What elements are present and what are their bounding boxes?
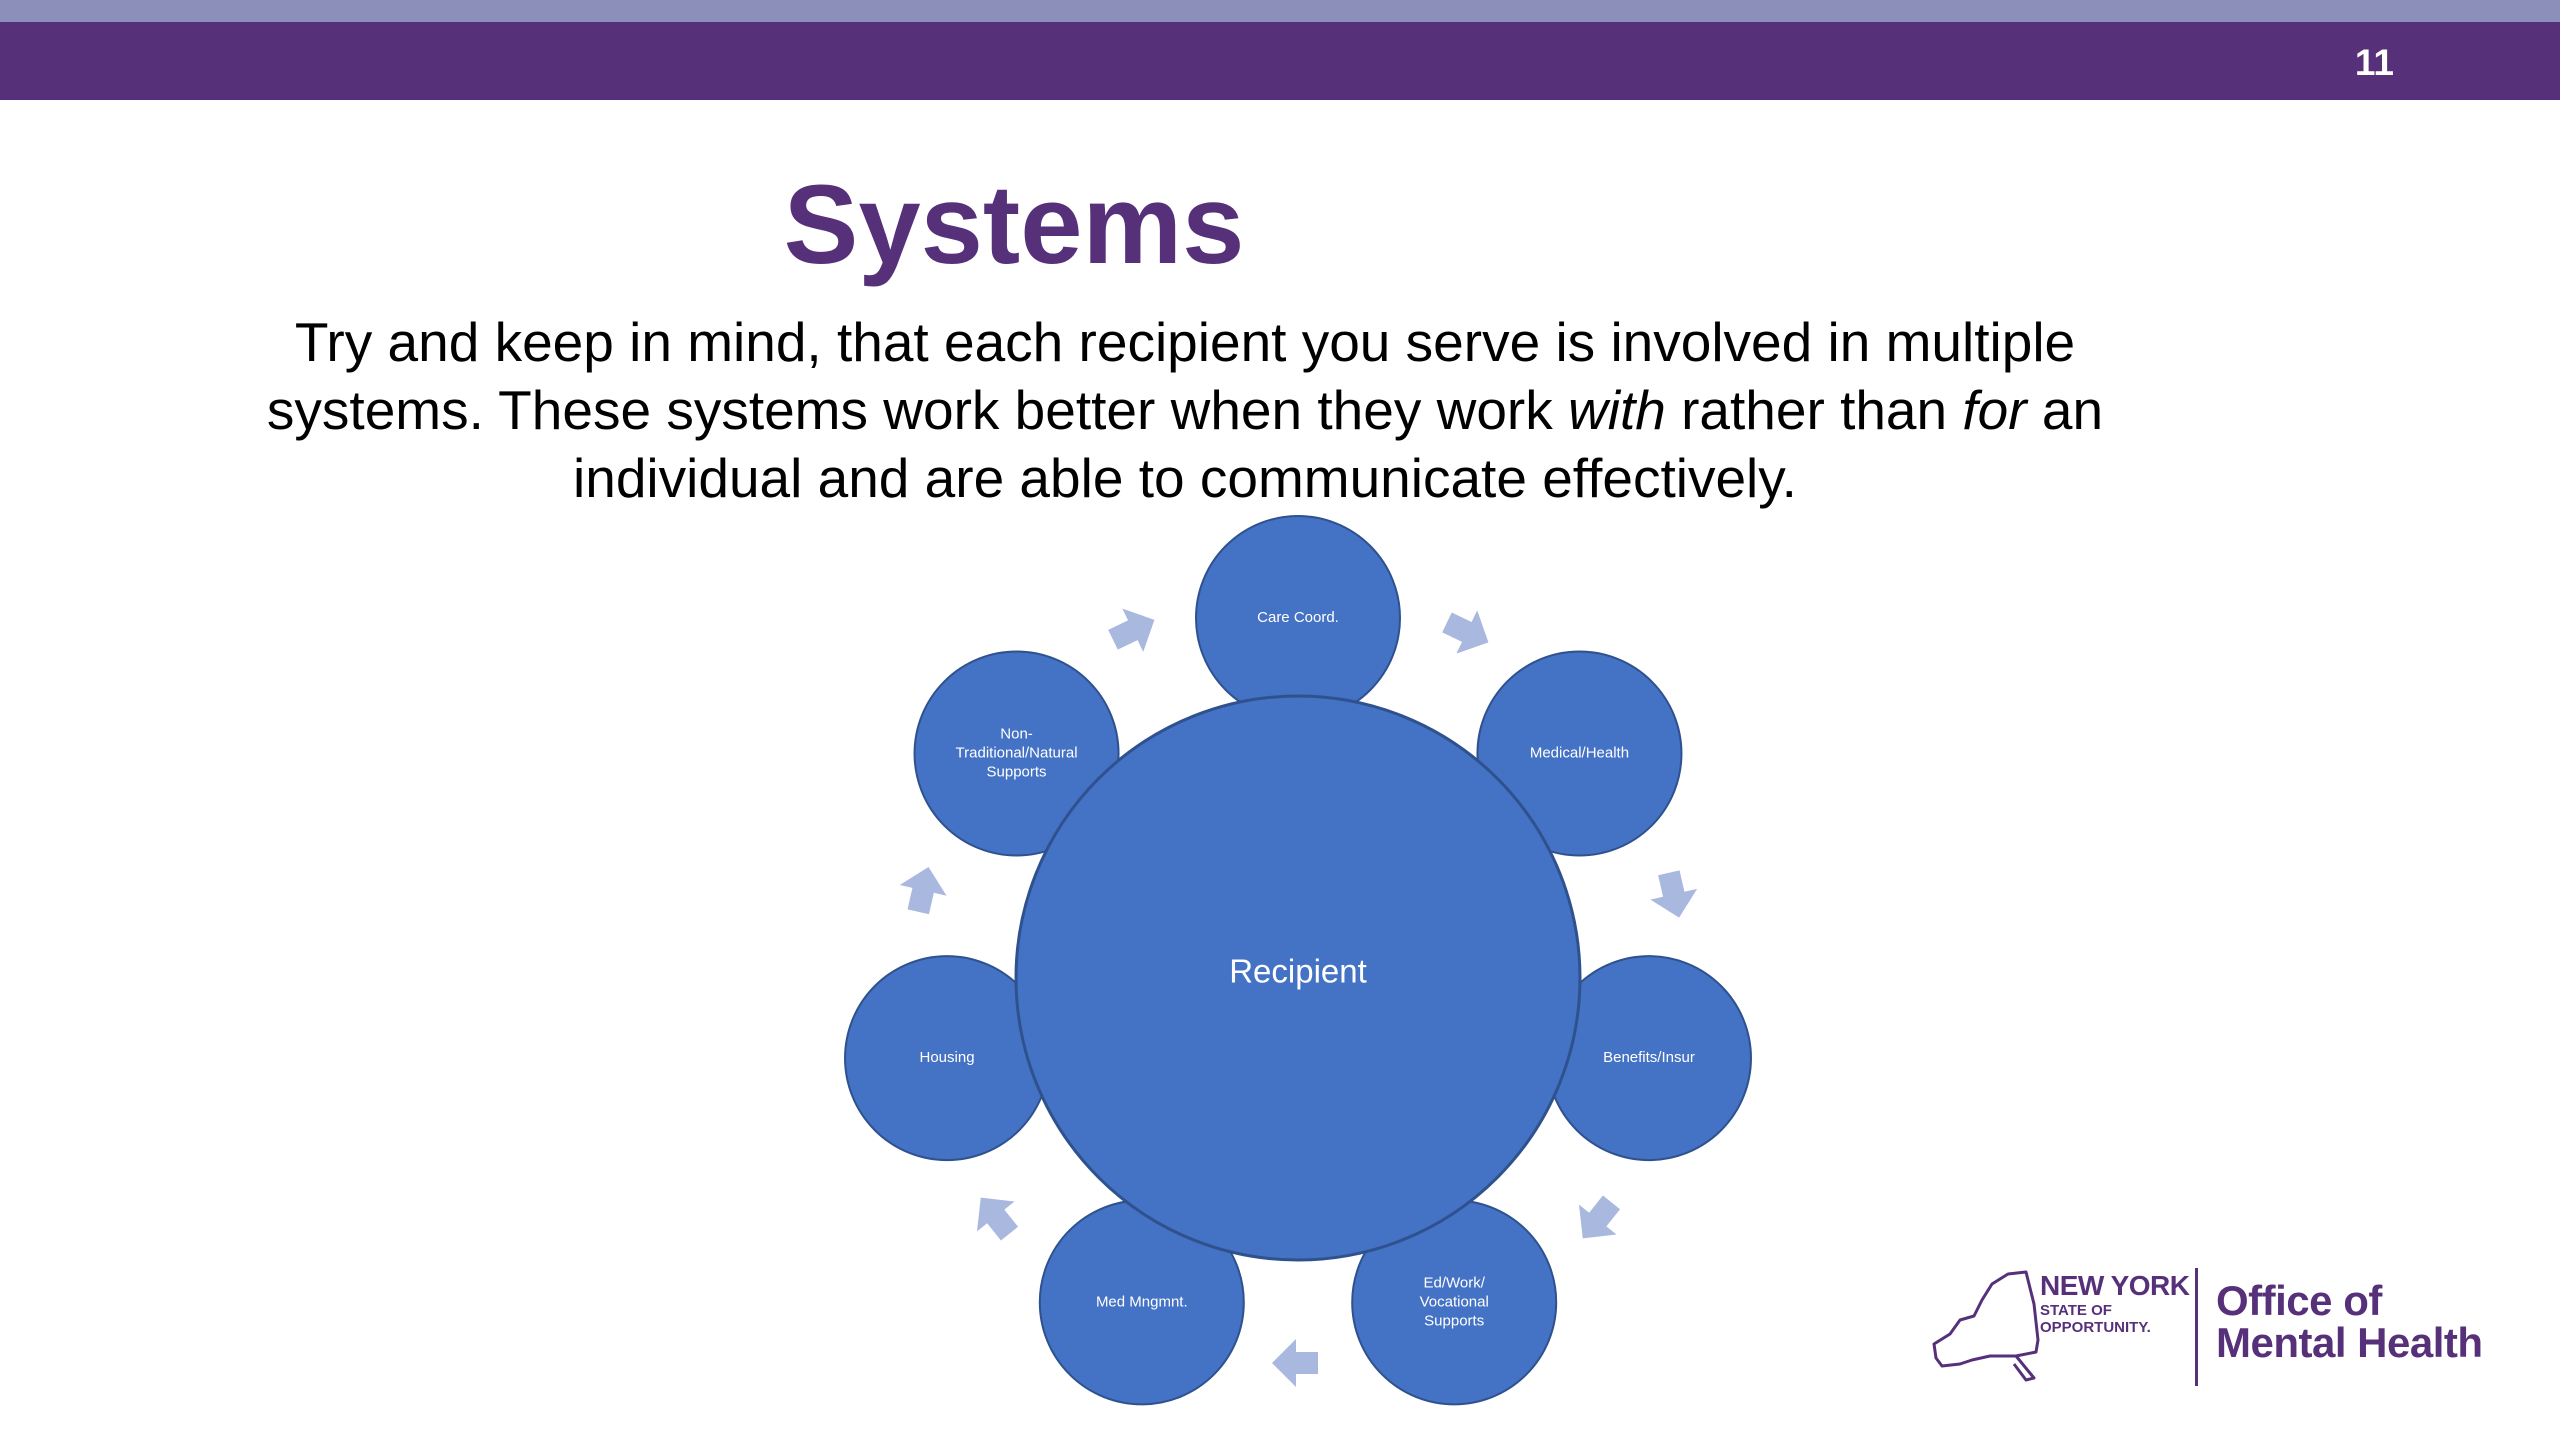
system-node-label: Traditional/Natural	[956, 745, 1078, 762]
system-node-circle	[913, 650, 1120, 857]
system-node-label: Supports	[1424, 1312, 1484, 1329]
cycle-arrow-icon	[1578, 1195, 1621, 1239]
system-node-label: Benefits/Insur	[1603, 1049, 1695, 1066]
body-text-emphasis-for: for	[1962, 379, 2027, 441]
body-text-emphasis-with: with	[1568, 379, 1666, 441]
system-node-label: Supports	[987, 764, 1047, 781]
header-accent-strip	[0, 0, 2560, 22]
cycle-arrow-icon	[1108, 608, 1155, 652]
system-node-label: Ed/Work/	[1423, 1274, 1485, 1291]
logo-office-name: Office of Mental Health	[2216, 1280, 2483, 1364]
system-node-medical-health: Medical/Health	[1476, 650, 1683, 857]
new-york-state-map-icon	[1932, 1270, 2040, 1382]
logo-new-york-text: NEW YORK	[2040, 1270, 2190, 1301]
system-node-circle	[1476, 650, 1683, 857]
recipient-label: Recipient	[1229, 953, 1367, 990]
system-node-care-coord: Care Coord.	[1195, 515, 1401, 721]
logo-divider	[2195, 1268, 2198, 1386]
logo-office-line1: Office of	[2216, 1277, 2382, 1324]
logo-opportunity-text: OPPORTUNITY.	[2040, 1319, 2151, 1336]
recipient-node: Recipient	[1014, 694, 1582, 1262]
system-node-label: Care Coord.	[1257, 609, 1339, 626]
cycle-arrows	[899, 608, 1698, 1387]
system-node-med-mgmt: Med Mngmnt.	[1038, 1199, 1245, 1406]
cycle-arrow-icon	[976, 1197, 1019, 1241]
cycle-arrow-icon	[1442, 610, 1489, 654]
recipient-circle	[1014, 694, 1582, 1262]
cycle-arrow-icon	[1272, 1339, 1318, 1387]
logo-office-line2: Mental Health	[2216, 1319, 2483, 1366]
system-node-label: Med Mngmnt.	[1096, 1293, 1188, 1310]
slide-body-text: Try and keep in mind, that each recipien…	[190, 308, 2180, 512]
slide-title: Systems	[783, 162, 1245, 287]
header-bar	[0, 22, 2560, 100]
cycle-arrow-icon	[1650, 870, 1698, 918]
nys-omh-logo: NEW YORK STATE OF OPPORTUNITY. Office of…	[1930, 1260, 2490, 1390]
system-node-label: Vocational	[1420, 1293, 1489, 1310]
system-node-label: Non-	[1000, 726, 1033, 743]
slide-number: 11	[2354, 42, 2394, 83]
body-text-part3: an individual and are able to communicat…	[573, 379, 2104, 509]
logo-state-of-opportunity: STATE OF OPPORTUNITY.	[2040, 1302, 2151, 1336]
logo-state-of-text: STATE OF	[2040, 1302, 2112, 1319]
system-node-label: Housing	[920, 1049, 975, 1066]
body-text-part1: Try and keep in mind, that each recipien…	[266, 311, 2076, 441]
system-nodes: Care Coord. Medical/HealthBenefits/InsurE…	[844, 515, 1752, 1406]
system-node-label: Medical/Health	[1530, 745, 1629, 762]
body-text-part2: rather than	[1665, 379, 1963, 441]
cycle-arrow-icon	[899, 866, 947, 915]
